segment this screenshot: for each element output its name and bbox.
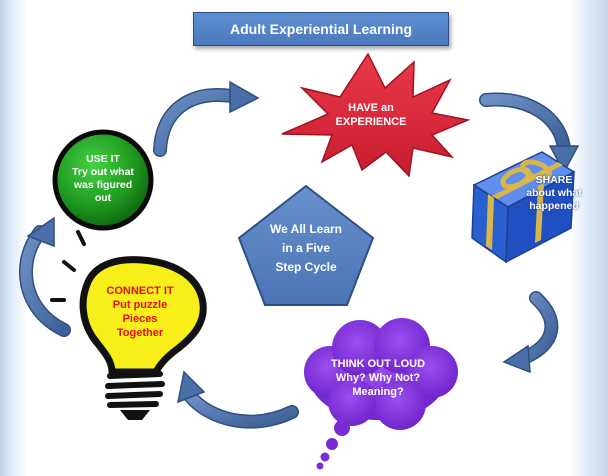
think-label: THINK OUT LOUD Why? Why Not? Meaning? <box>318 357 438 399</box>
thought-cloud-icon <box>304 318 458 470</box>
arrow-connect-to-use <box>19 216 71 337</box>
gift-box-icon <box>471 151 576 264</box>
connect-line-4: Together <box>116 327 164 339</box>
arrow-share-to-think <box>502 291 559 374</box>
experience-line-2: EXPERIENCE <box>335 116 407 128</box>
center-label: We All Learn in a Five Step Cycle <box>251 220 361 277</box>
experience-line-1: HAVE an <box>348 102 394 114</box>
connect-line-1: CONNECT IT <box>106 285 174 297</box>
center-line-1: We All Learn <box>269 222 343 236</box>
use-line-2: Try out what <box>72 166 134 178</box>
green-circle-icon <box>52 129 154 231</box>
arrow-experience-to-share <box>479 92 580 174</box>
think-line-3: Meaning? <box>352 386 404 398</box>
use-label: USE IT Try out what was figured out <box>63 153 143 205</box>
diagram-title: Adult Experiential Learning <box>193 12 449 46</box>
center-line-3: Step Cycle <box>275 260 337 274</box>
connect-label: CONNECT IT Put puzzle Pieces Together <box>95 284 185 340</box>
use-line-1: USE IT <box>86 153 120 165</box>
share-line-1: SHARE <box>535 174 573 186</box>
use-line-4: out <box>94 192 112 204</box>
connect-line-2: Put puzzle <box>112 299 168 311</box>
experience-label: HAVE an EXPERIENCE <box>316 101 426 129</box>
think-line-1: THINK OUT LOUD <box>330 358 426 370</box>
share-line-3: happened <box>529 200 579 212</box>
pentagon-icon <box>237 184 375 306</box>
light-bulb-icon <box>50 230 207 420</box>
explosion-star-icon <box>281 52 471 178</box>
share-label: SHARE about what happened <box>514 174 594 213</box>
use-line-3: was figured <box>73 179 133 191</box>
arrow-use-to-experience <box>153 80 260 157</box>
center-line-2: in a Five <box>281 241 331 255</box>
arrow-think-to-connect <box>176 370 299 429</box>
connect-line-3: Pieces <box>122 313 158 325</box>
think-line-2: Why? Why Not? <box>335 372 421 384</box>
share-line-2: about what <box>526 187 582 199</box>
